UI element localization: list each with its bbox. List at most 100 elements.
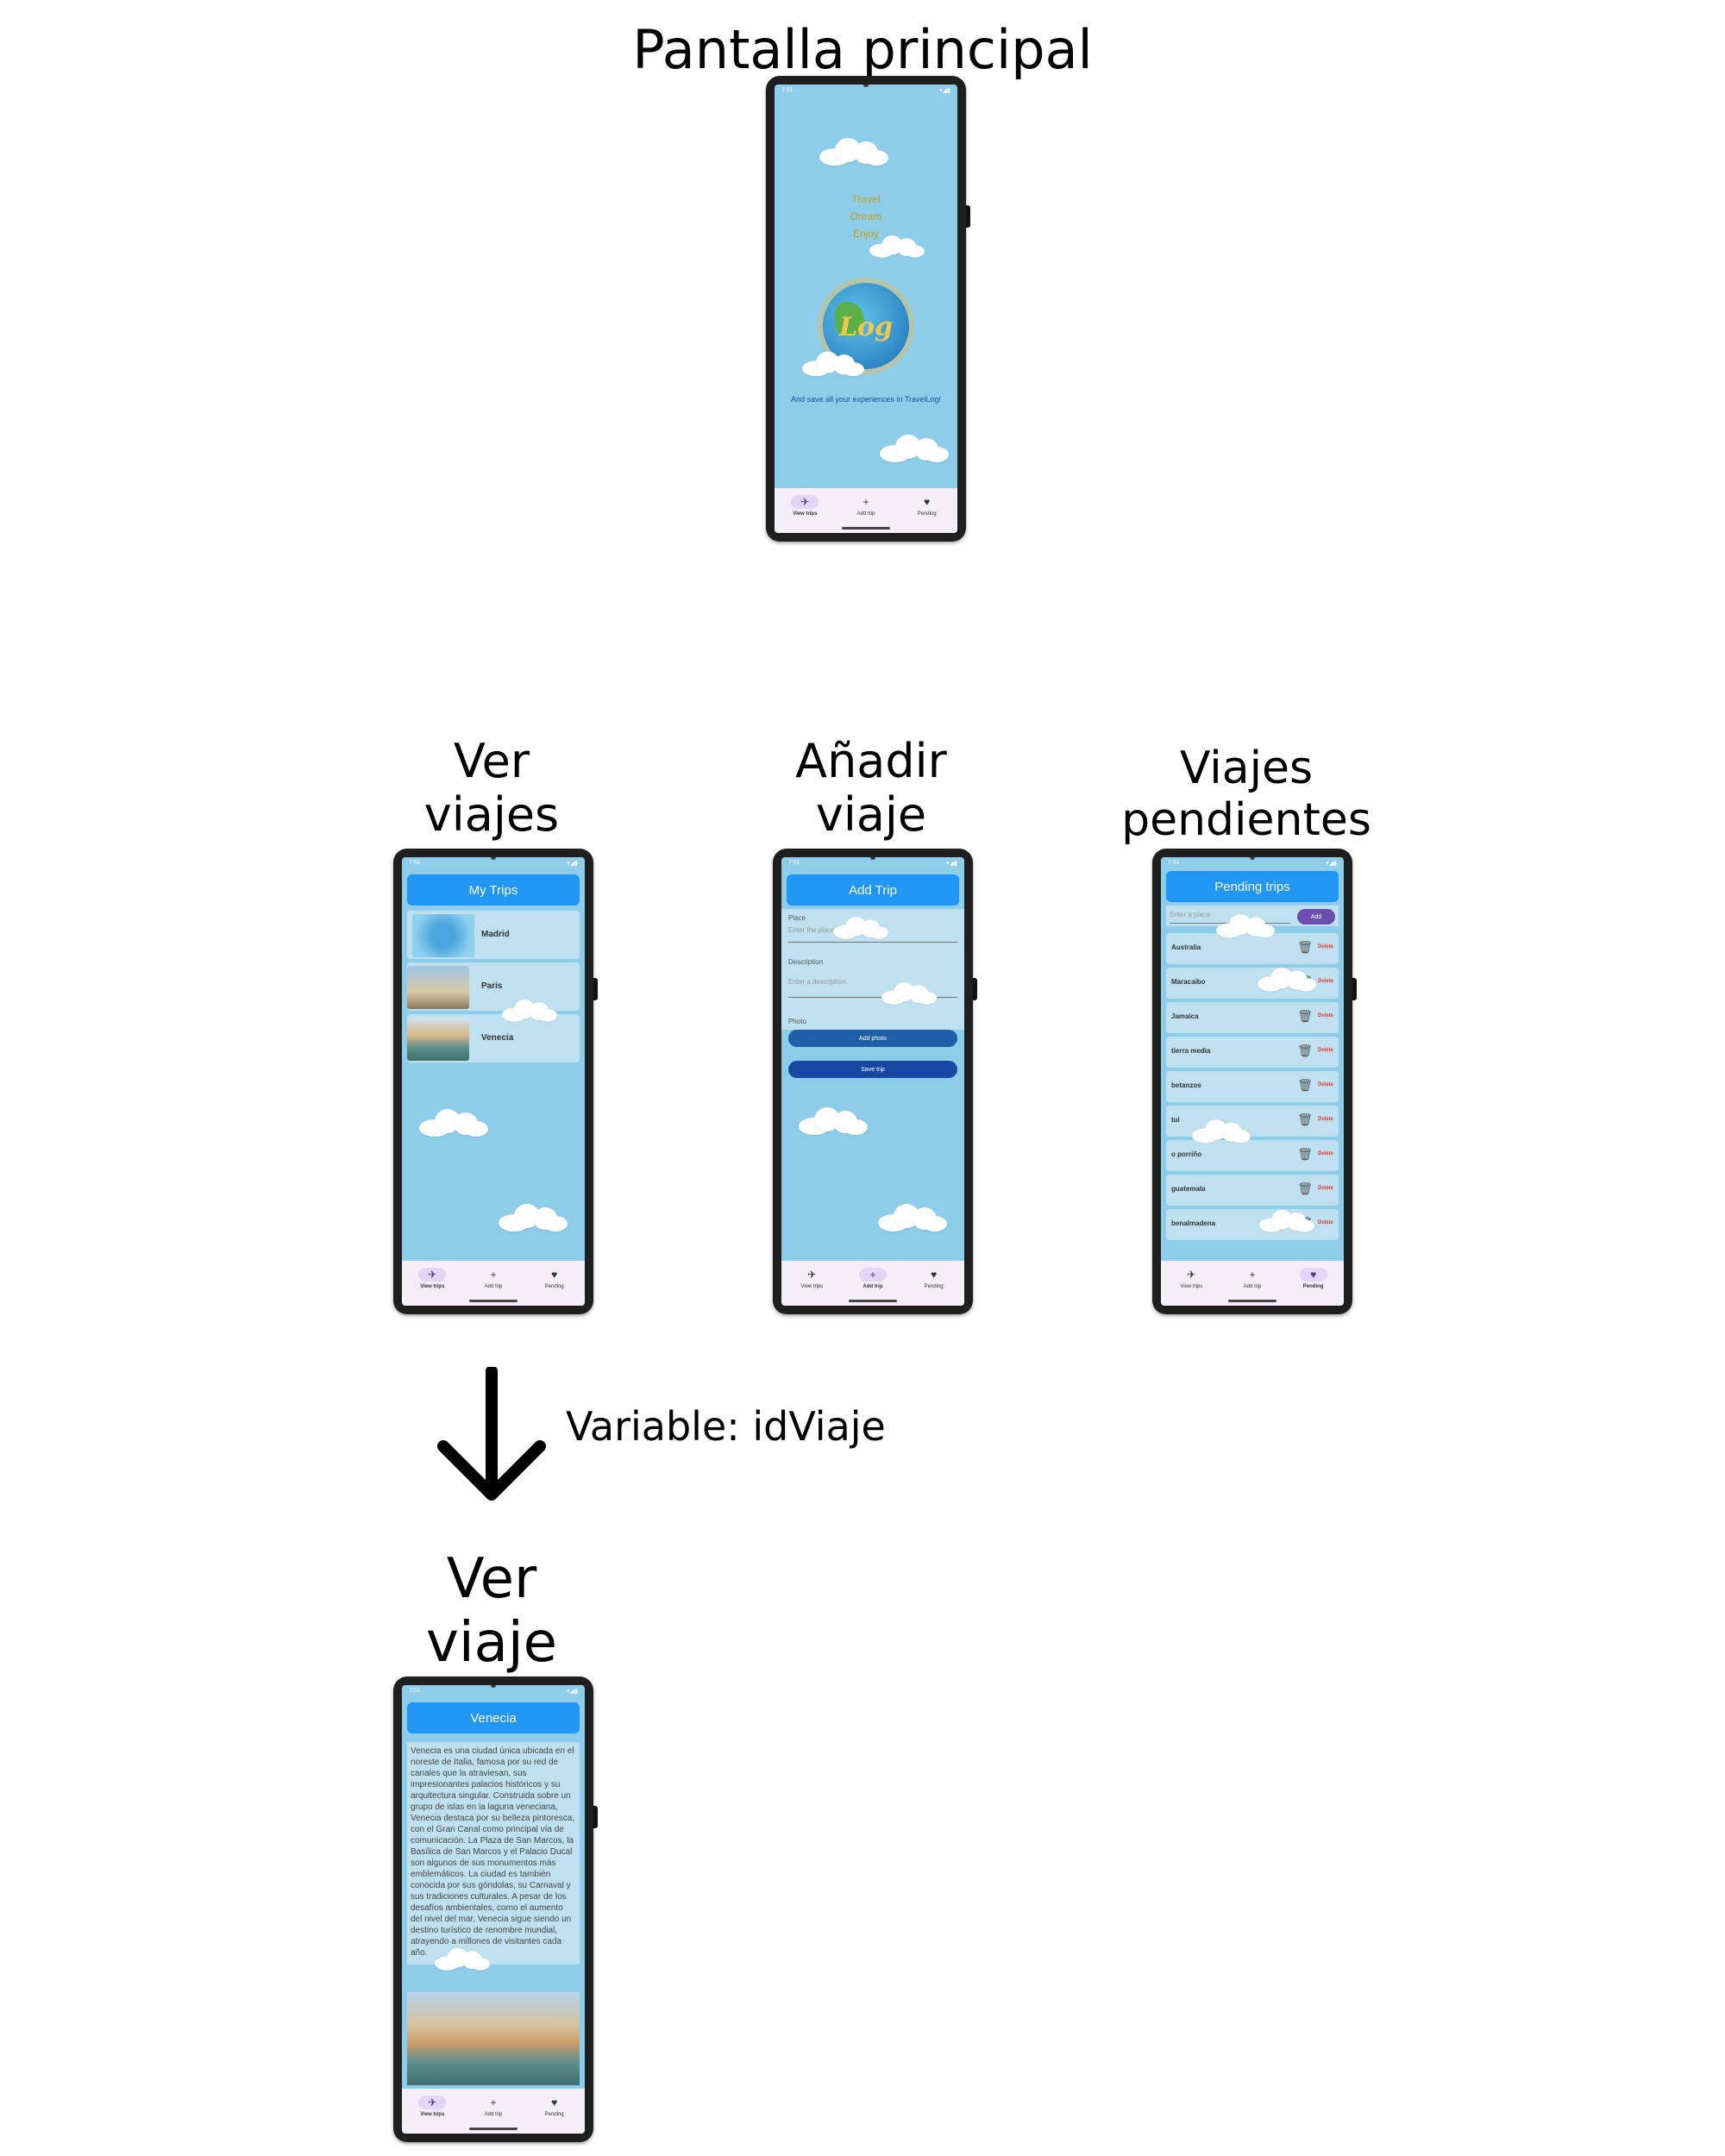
pending-item-name: tui — [1171, 1116, 1180, 1124]
delete-button[interactable]: Delete — [1317, 1186, 1333, 1191]
status-icons: ▾◢▮ — [946, 861, 957, 867]
nav-add-trip[interactable]: +Add trip — [467, 1268, 519, 1289]
nav-pending[interactable]: ♥Pending — [908, 1268, 960, 1289]
trip-card[interactable]: Paris — [407, 962, 580, 1011]
status-time: 7:51 — [409, 860, 421, 866]
slogan-travel: Travel — [851, 193, 881, 205]
down-arrow-icon — [437, 1367, 546, 1501]
status-bar: 7:51 ▾◢▮ — [781, 857, 964, 869]
plane-icon: ✈ — [1187, 1269, 1196, 1281]
main-screen-title: Pantalla principal — [632, 18, 1093, 81]
plane-icon: ✈ — [418, 2096, 447, 2109]
status-time: 7:51 — [788, 860, 800, 866]
status-bar: 7:51▾◢▮ — [402, 857, 585, 869]
nav-view-trips-label: View trips — [420, 2112, 445, 2117]
cloud — [1259, 1208, 1314, 1232]
pending-item-name: betanzos — [1171, 1081, 1201, 1089]
nav-add-trip[interactable]: +Add trip — [840, 495, 892, 517]
arrow-variable-label: Variable: idViaje — [566, 1403, 886, 1450]
heart-icon: ♥ — [924, 496, 931, 508]
pending-trips-screen: 7:51▾◢▮ Pending trips Enter a place Add … — [1161, 857, 1344, 1306]
nav-view-trips[interactable]: ✈ View trips — [786, 1268, 837, 1289]
delete-button[interactable]: Delete — [1317, 1048, 1333, 1053]
nav-view-trips-label: View trips — [800, 1284, 824, 1289]
nav-pending-label: Pending — [544, 1284, 564, 1289]
save-trip-button[interactable]: Save trip — [788, 1061, 957, 1078]
add-trip-title: Añadir viaje — [742, 734, 1000, 842]
travellog-logo: Log — [823, 283, 909, 369]
delete-button[interactable]: Delete — [1317, 944, 1333, 950]
bottom-nav: ✈ View trips +Add trip ♥Pending — [781, 1261, 964, 1306]
pending-item: Jamaica🗑Delete — [1166, 1002, 1339, 1033]
description-label: Description — [788, 958, 824, 966]
nav-add-trip[interactable]: +Add trip — [1226, 1268, 1278, 1289]
pending-trips-title: Pending trips — [1214, 879, 1290, 894]
plus-icon: + — [858, 1268, 887, 1282]
trash-icon[interactable]: 🗑 — [1297, 1181, 1313, 1195]
trip-detail-title: Venecia — [470, 1710, 517, 1726]
cloud — [1192, 1119, 1251, 1144]
pending-add-button[interactable]: Add — [1297, 909, 1335, 924]
view-trips-title: Ver viajes — [362, 734, 621, 842]
trip-card[interactable]: Madrid — [407, 911, 580, 959]
pending-item: Australia🗑Delete — [1166, 933, 1339, 964]
trip-name: Venecia — [481, 1033, 514, 1043]
trash-icon[interactable]: 🗑 — [1297, 1112, 1313, 1126]
trash-icon[interactable]: 🗑 — [1297, 940, 1313, 954]
add-photo-button[interactable]: Add photo — [788, 1030, 957, 1047]
delete-button[interactable]: Delete — [1317, 1082, 1333, 1087]
place-input[interactable]: Enter the place — [788, 926, 957, 943]
nav-view-trips[interactable]: ✈View trips — [1165, 1268, 1217, 1289]
nav-pending-label: Pending — [924, 1284, 944, 1289]
cloud — [819, 136, 888, 166]
delete-button[interactable]: Delete — [1317, 1117, 1333, 1122]
status-bar: 7:51▾◢▮ — [402, 1685, 585, 1697]
cloud — [502, 998, 557, 1022]
nav-pending[interactable]: ♥ Pending — [529, 1268, 580, 1289]
nav-pending[interactable]: ♥Pending — [529, 2096, 580, 2117]
pending-trips-title-line1: Viajes — [1179, 743, 1314, 794]
delete-button[interactable]: Delete — [1317, 1151, 1333, 1156]
pending-item: betanzos 🗑 Delete — [1166, 1071, 1339, 1102]
bottom-nav: ✈View trips +Add trip ♥Pending — [775, 488, 957, 533]
pending-trips-title-line2: pendientes — [1121, 793, 1371, 846]
view-trip-title-line2: viaje — [425, 1610, 558, 1675]
cloud — [1258, 967, 1316, 992]
nav-view-trips[interactable]: ✈ View trips — [406, 2096, 458, 2117]
nav-add-trip[interactable]: +Add trip — [847, 1268, 899, 1289]
my-trips-phone: 7:51▾◢▮ My Trips Madrid Paris Venecia ✈V… — [393, 849, 598, 1314]
delete-button[interactable]: Delete — [1317, 1013, 1333, 1018]
status-bar: 7:51▾◢▮ — [1161, 857, 1344, 869]
delete-button[interactable]: Delete — [1317, 979, 1333, 984]
trip-detail-phone: 7:51▾◢▮ Venecia Venecia es una ciudad ún… — [393, 1677, 598, 2142]
add-trip-phone: 7:51▾◢▮ Add Trip Place Enter the place D… — [773, 849, 977, 1314]
trash-icon[interactable]: 🗑 — [1297, 1044, 1313, 1057]
plane-icon: ✈ — [807, 1269, 817, 1281]
trash-icon[interactable]: 🗑 — [1297, 1078, 1313, 1092]
nav-add-trip[interactable]: +Add trip — [467, 2096, 519, 2117]
pending-item-name: o porriño — [1171, 1150, 1202, 1158]
bottom-nav: ✈View trips +Add trip ♥ Pending — [402, 1261, 585, 1306]
add-trip-title: Add Trip — [849, 882, 897, 898]
nav-view-trips[interactable]: ✈View trips — [406, 1268, 458, 1289]
pending-item-name: benalmadena — [1171, 1219, 1216, 1227]
heart-icon: ♥ — [551, 1269, 558, 1281]
logo-text: Log — [838, 312, 894, 342]
trash-icon[interactable]: 🗑 — [1297, 1147, 1313, 1161]
photo-label: Photo — [788, 1018, 806, 1025]
trash-icon[interactable]: 🗑 — [1297, 1009, 1313, 1023]
description-input[interactable]: Enter a description — [788, 978, 957, 998]
delete-button[interactable]: Delete — [1317, 1220, 1333, 1225]
nav-pending[interactable]: ♥Pending — [1288, 1268, 1339, 1289]
trip-photo — [407, 1992, 580, 2085]
trip-card[interactable]: Venecia — [407, 1014, 580, 1062]
home-indicator — [842, 527, 890, 530]
nav-pending[interactable]: ♥Pending — [901, 495, 953, 517]
trip-name: Paris — [481, 981, 503, 991]
nav-pending-label: Pending — [1302, 1284, 1324, 1289]
pending-item: o porriño 🗑 Delete — [1166, 1140, 1339, 1171]
place-placeholder: Enter the place — [788, 926, 835, 934]
my-trips-screen: 7:51▾◢▮ My Trips Madrid Paris Venecia ✈V… — [402, 857, 585, 1306]
nav-view-trips-label: View trips — [793, 511, 818, 517]
nav-view-trips[interactable]: ✈View trips — [779, 495, 831, 517]
